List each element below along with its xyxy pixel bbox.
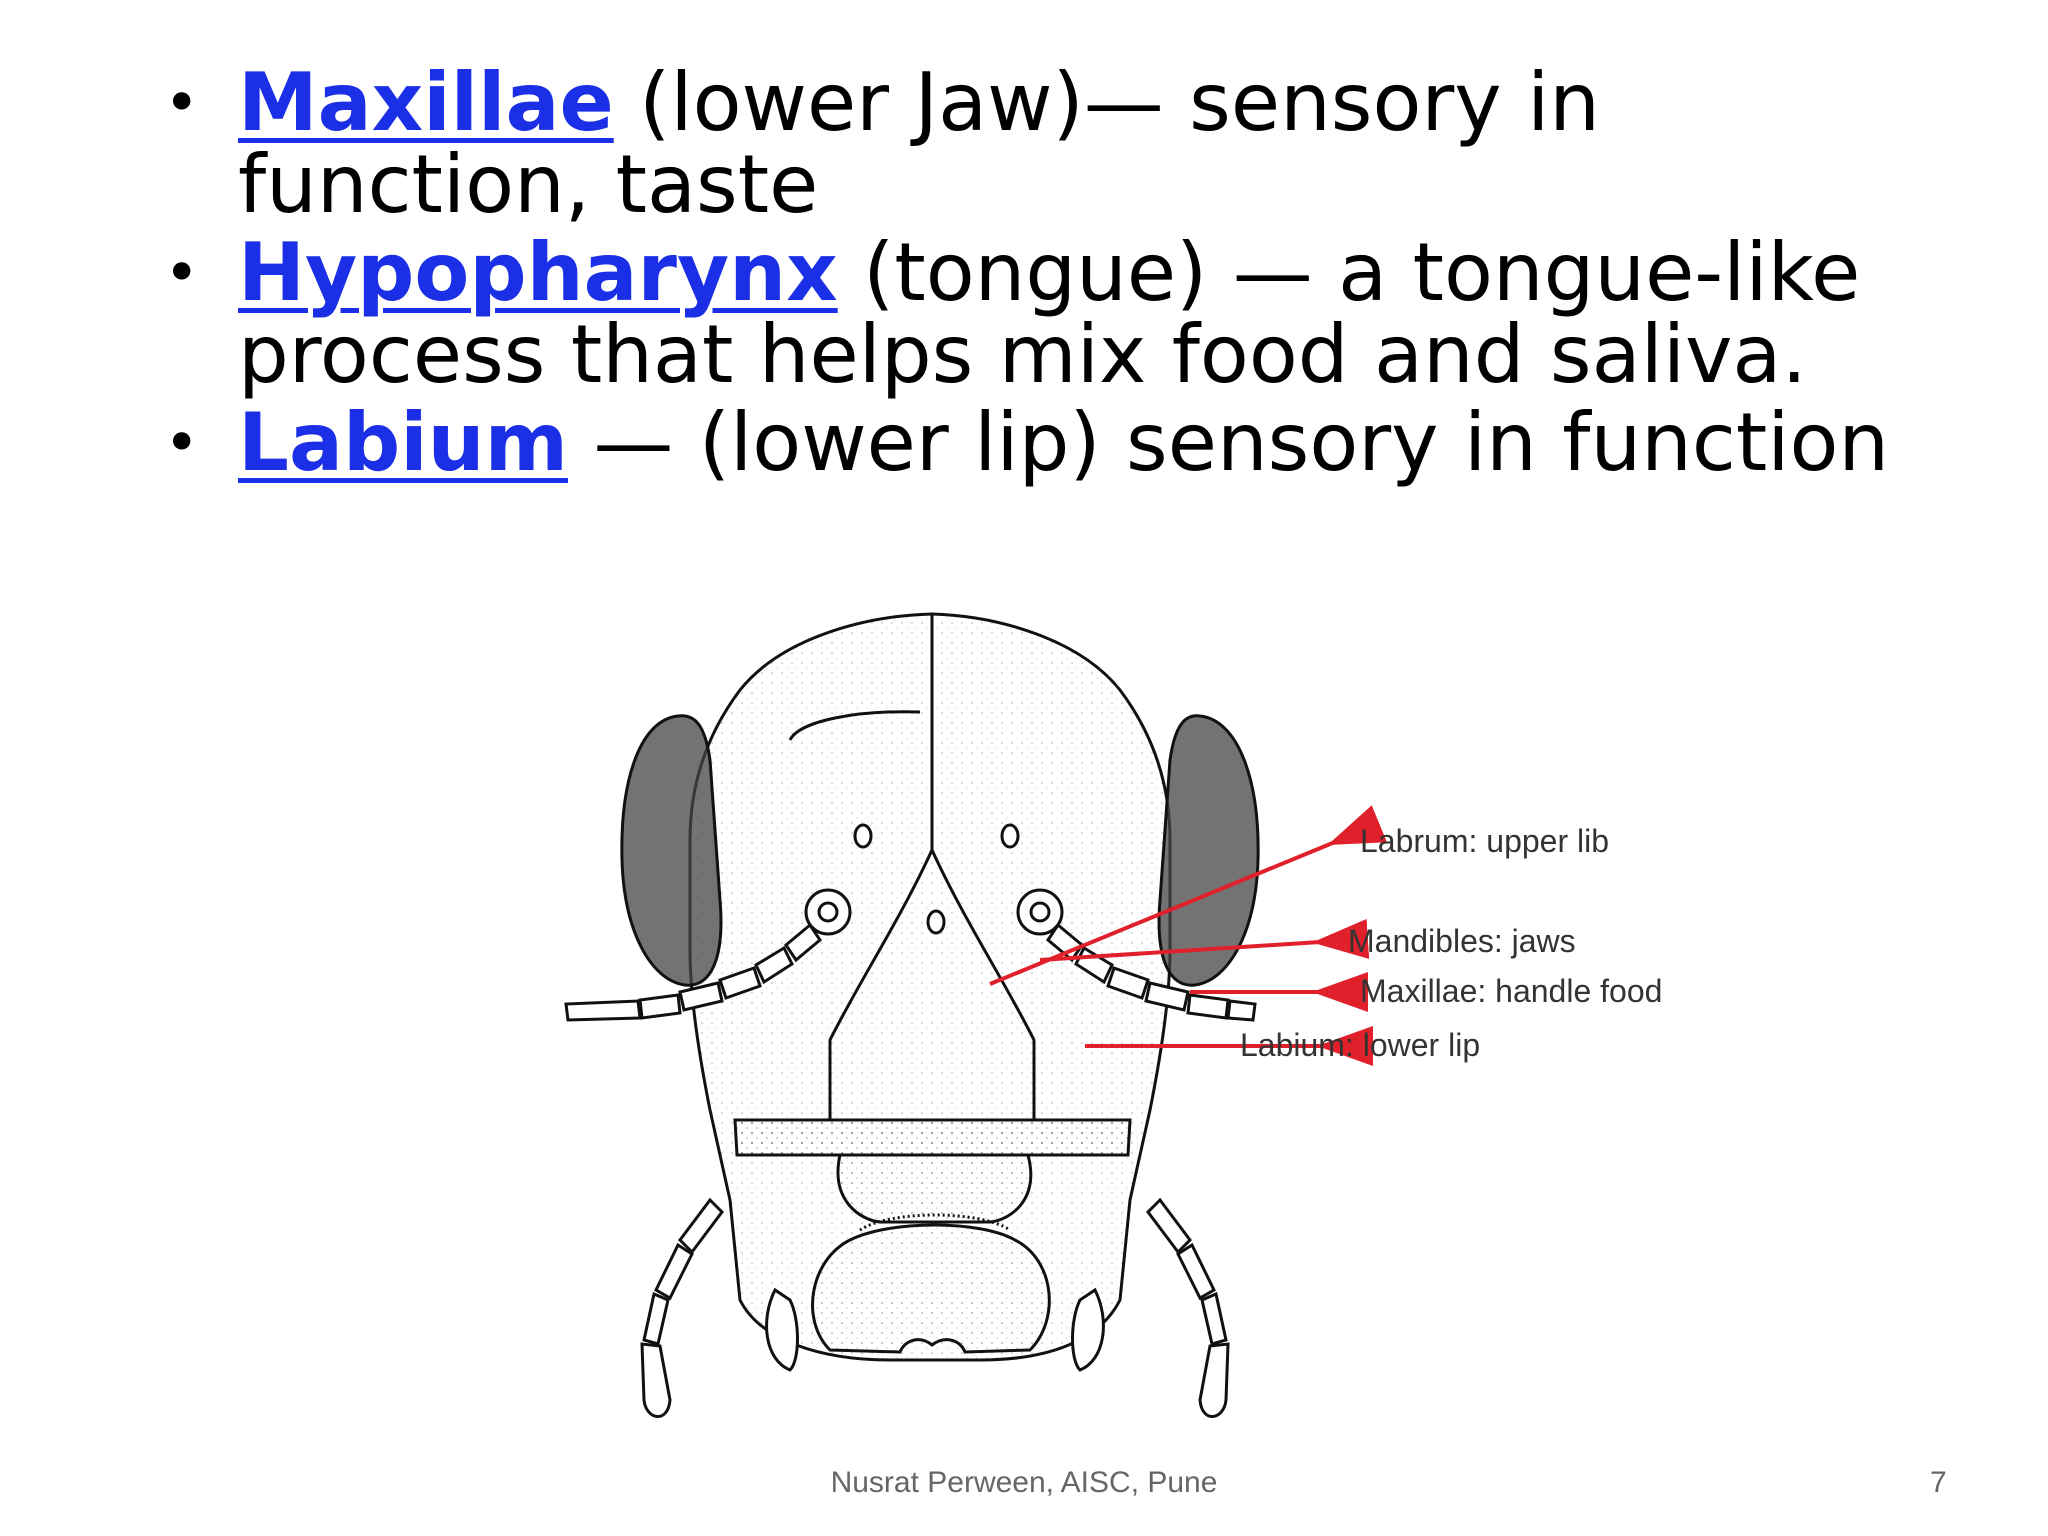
term-link-maxillae[interactable]: Maxillae <box>238 56 614 149</box>
bullet-maxillae: • Maxillae (lower Jaw)— sensory in funct… <box>150 62 1950 226</box>
compound-eyes <box>620 714 1260 987</box>
term-link-hypopharynx[interactable]: Hypopharynx <box>238 226 838 319</box>
palps <box>640 1197 1230 1418</box>
diagram-labels: Labrum: upper lib Mandibles: jaws Maxill… <box>1240 823 1662 1063</box>
bullet-dot: • <box>164 408 200 478</box>
antennae <box>564 888 1257 1022</box>
slide-footer: Nusrat Perween, AISC, Pune <box>830 1466 1218 1499</box>
ocelli <box>853 823 1020 935</box>
bullet-text: — (lower lip) sensory in function <box>567 396 1890 489</box>
label-mandibles: Mandibles: jaws <box>1348 923 1576 959</box>
bullet-hypopharynx: • Hypopharynx (tongue) — a tongue-like p… <box>150 232 1950 396</box>
bullet-text: (tongue) — a tongue-like process that he… <box>238 226 1861 401</box>
head-capsule <box>688 612 1172 1362</box>
label-labrum: Labrum: upper lib <box>1360 823 1609 859</box>
label-labium: Labium: lower lip <box>1240 1027 1480 1063</box>
label-arrows <box>989 805 1387 1066</box>
arrow-mandibles <box>1039 918 1370 962</box>
bullet-dot: • <box>164 238 200 308</box>
label-maxillae: Maxillae: handle food <box>1360 973 1662 1009</box>
bullet-labium: • Labium — (lower lip) sensory in functi… <box>150 402 1950 484</box>
insect-head-diagram: Labrum: upper lib Mandibles: jaws Maxill… <box>564 612 1662 1418</box>
bullet-text: (lower Jaw)— sensory in function, taste <box>238 56 1600 231</box>
term-link-labium[interactable]: Labium <box>238 396 568 489</box>
page-number: 7 <box>1930 1466 1947 1499</box>
bullet-list: • Maxillae (lower Jaw)— sensory in funct… <box>150 62 1950 490</box>
bullet-dot: • <box>164 68 200 138</box>
